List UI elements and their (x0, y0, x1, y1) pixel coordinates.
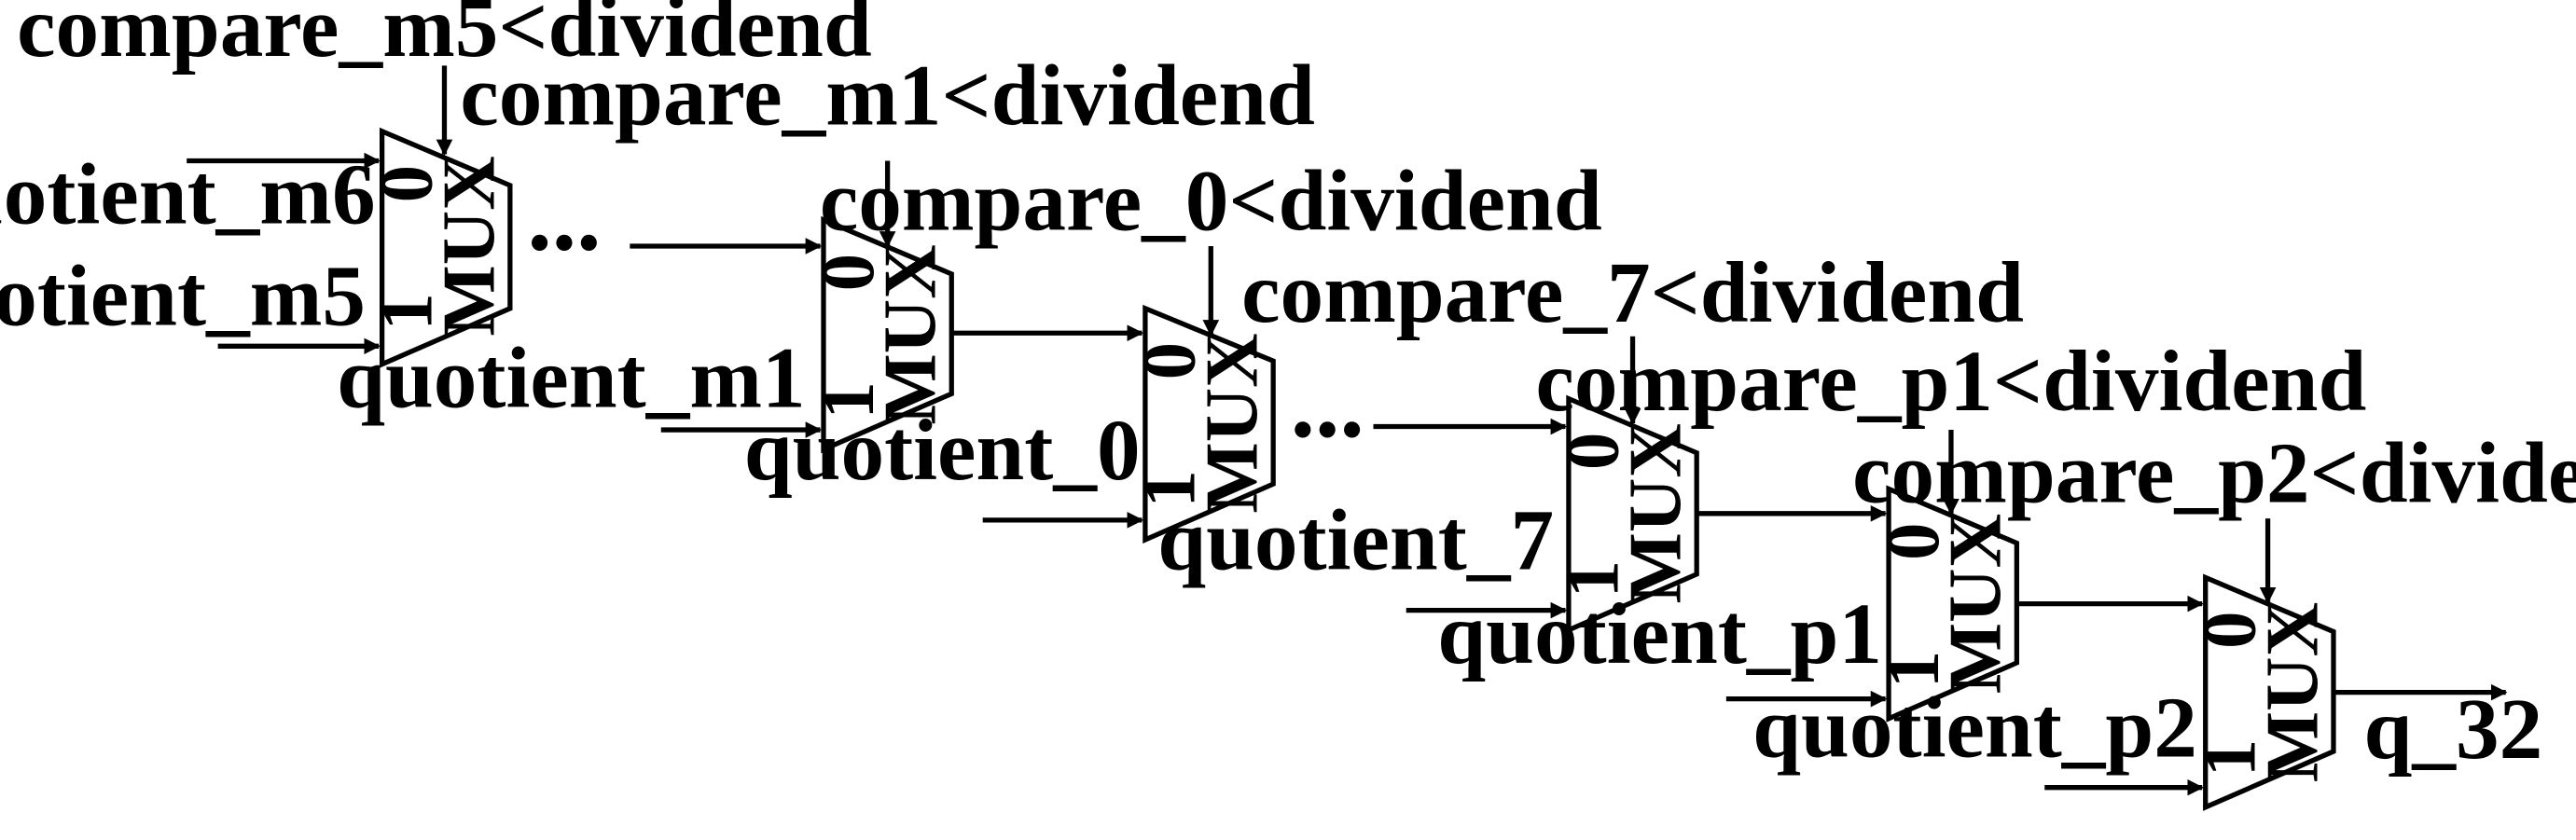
mux-m5-in0-label-text: quotient_m6 (0, 146, 376, 242)
mux-m5-in1-label: 1 (364, 293, 448, 330)
mux-7-in1-label-text: quotient_7 (1157, 493, 1554, 589)
mux-p2-label: MUX (2250, 602, 2334, 782)
mux-0-body (1143, 304, 1276, 544)
mux-m1: MUX 0 1 compare_m1<dividend quotient_m1 (337, 48, 1315, 454)
mux-m1-in0-label: 0 (806, 254, 890, 291)
mux-0-in0-label: 0 (1128, 342, 1212, 379)
mux-p1-in1-label-text: quotient_p1 (1437, 586, 1882, 682)
mux-m5: MUX 0 1 compare_m5<dividend quotient_m6 … (0, 0, 872, 368)
ellipsis-2: ... (1291, 349, 1364, 458)
mux-m1-label: MUX (868, 244, 952, 424)
mux-7-in1-label: 1 (1551, 560, 1635, 598)
mux-p1-in1-label: 1 (1871, 651, 1955, 688)
mux-p1-label: MUX (1933, 514, 2017, 694)
mux-m5-in1-label-text: quotient_m5 (0, 248, 366, 344)
mux-p2-select-label: compare_p2<dividend (1852, 425, 2576, 521)
mux-m5-select-label: compare_m5<dividend (17, 0, 872, 76)
mux-0-select-label: compare_0<dividend (820, 153, 1602, 249)
mux-p1-select-label: compare_p1<dividend (1536, 334, 2367, 430)
mux-7-select-label: compare_7<dividend (1241, 245, 2024, 341)
mux-p2-body (2203, 573, 2336, 811)
mux-p1-body (1886, 485, 2019, 723)
mux-7-in0-label: 0 (1551, 433, 1635, 470)
mux-p1-in0-label: 0 (1871, 522, 1955, 559)
mux-m5-body (379, 127, 513, 368)
ellipsis-1: ... (527, 161, 601, 270)
mux-7: MUX 0 1 compare_7<dividend quotient_7 (1157, 245, 2024, 634)
mux-m5-in0-label: 0 (364, 165, 448, 202)
mux-m5-label: MUX (426, 156, 510, 336)
mux-0: MUX 0 1 compare_0<dividend quotient_0 (744, 153, 1602, 544)
mux-0-in1-label: 1 (1128, 470, 1212, 507)
output-label: q_32 (2364, 682, 2543, 778)
mux-p2-in1-label-text: quotient_p2 (1752, 680, 2197, 776)
mux-7-body (1566, 394, 1699, 634)
mux-m1-in1-label: 1 (806, 381, 890, 419)
mux-m1-body (821, 215, 954, 454)
mux-0-in1-label-text: quotient_0 (744, 403, 1141, 499)
mux-m1-select-label: compare_m1<dividend (460, 48, 1315, 145)
mux-p2-in0-label: 0 (2188, 612, 2272, 649)
mux-p1: MUX 0 1 compare_p1<dividend quotient_p1 (1437, 334, 2367, 723)
mux-m1-in1-label-text: quotient_m1 (337, 330, 806, 426)
mux-p2: MUX 0 1 compare_p2<dividend quotient_p2 … (1752, 425, 2576, 811)
mux-0-label: MUX (1190, 333, 1274, 513)
mux-7-label: MUX (1613, 423, 1697, 603)
mux-p2-in1-label: 1 (2188, 739, 2272, 777)
